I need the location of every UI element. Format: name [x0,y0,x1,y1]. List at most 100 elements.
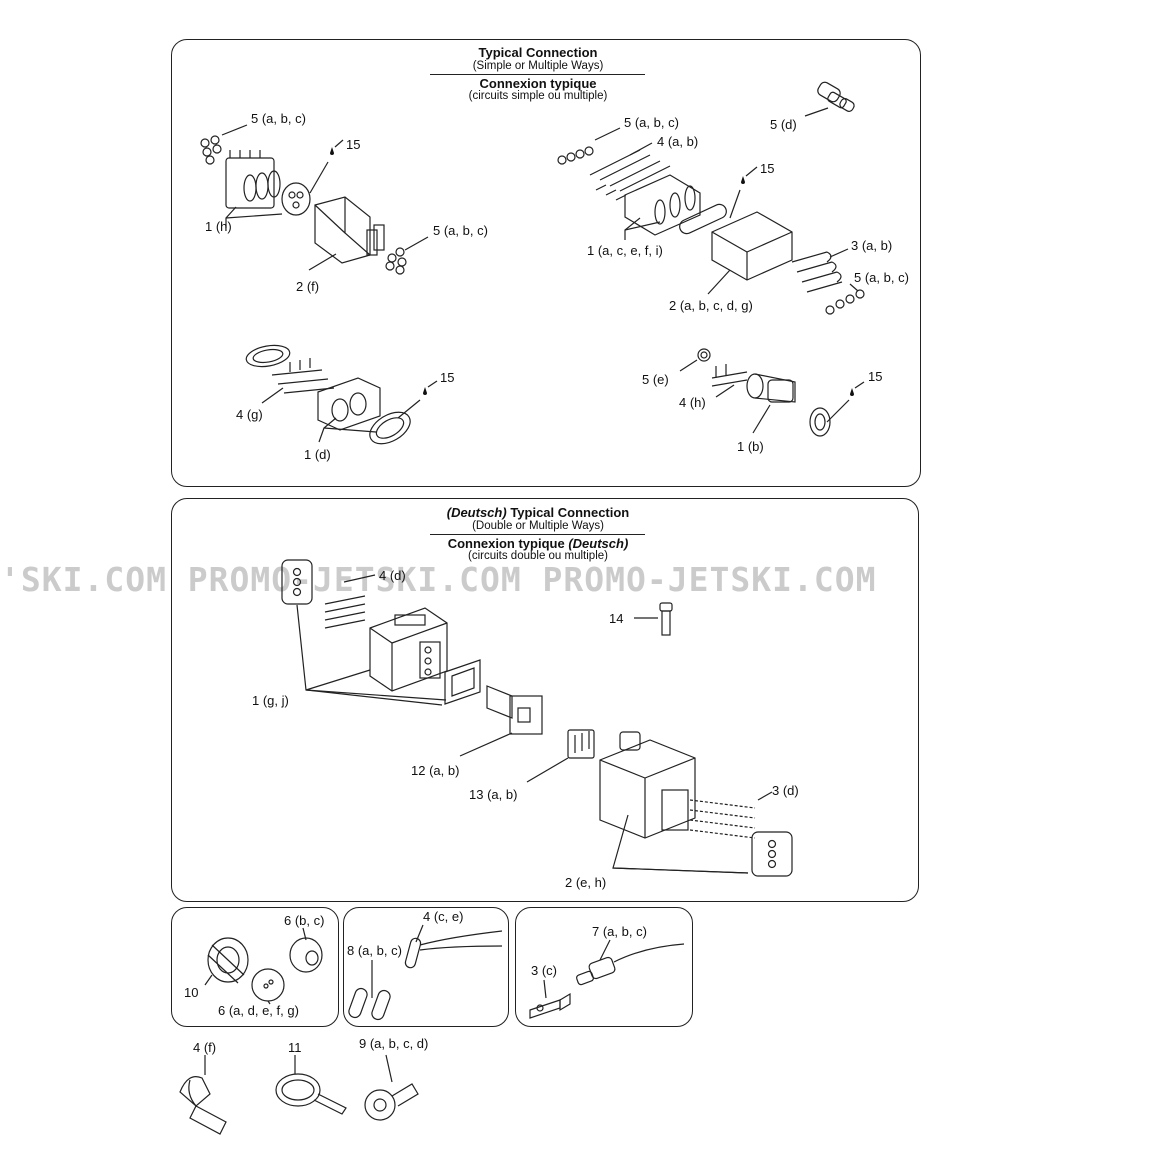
label-sleeves-4ce: 4 (c, e) [423,909,464,924]
label-top-2f: 2 (f) [296,279,320,294]
label-top-1b: 1 (b) [737,439,764,454]
terminal-clip-icon [179,1076,227,1135]
spade-terminal-icon [529,992,571,1019]
deutsch-receptacle-icon [599,731,696,839]
label-top-5abc-upper: 5 (a, b, c) [251,111,306,126]
terminal-pins-icon [589,149,671,201]
connector-housing-icon [317,377,381,431]
seal-strip-icon [679,203,727,235]
label-top-15-a: 15 [346,137,361,152]
terminal-icon [711,364,748,387]
nut-cluster-icon [385,247,407,275]
butt-connector-icon [404,930,503,969]
label-top-5abc-mid: 5 (a, b, c) [433,223,488,238]
label-loose-11: 11 [288,1040,302,1055]
label-caps-6bc: 6 (b, c) [284,913,325,928]
grease-drop-icon [850,388,854,396]
cap-nut-icon [207,937,249,984]
seal-icon [281,182,311,216]
label-caps-6adefg: 6 (a, d, e, f, g) [218,1003,299,1018]
grease-drop-icon [423,387,427,395]
label-deutsch-3d: 3 (d) [772,783,799,798]
top-title-en: Typical Connection [478,45,598,60]
label-top-1acefi: 1 (a, c, e, f, i) [587,243,663,258]
nut-cluster-icon [200,135,222,165]
label-top-4h: 4 (h) [679,395,706,410]
seal-icon [245,344,291,368]
label-deutsch-4d: 4 (d) [379,568,406,583]
terminal-clips-icon [791,251,843,293]
label-top-15-c: 15 [440,370,455,385]
deutsch-title-en: Typical Connection [510,505,630,520]
ring-terminal-icon [364,1083,419,1121]
label-deutsch-13ab: 13 (a, b) [469,787,518,802]
label-top-5d: 5 (d) [770,117,797,132]
plug-icon [659,602,673,636]
plug-icon [817,81,855,112]
watermark: 'SKI.COM PROMO-JETSKI.COM PROMO-JETSKI.C… [0,560,877,594]
label-caps-10: 10 [184,985,199,1000]
label-deutsch-14: 14 [609,611,624,626]
label-deutsch-1gj: 1 (g, j) [252,693,289,708]
deutsch-plug-icon [369,607,448,692]
top-title-block: Typical Connection (Simple or Multiple W… [430,45,646,103]
seal-icon [369,411,411,445]
label-top-15-b: 15 [760,161,775,176]
label-top-5abc-far: 5 (a, b, c) [854,270,909,285]
panel-deutsch-connection [171,498,919,902]
label-top-3ab: 3 (a, b) [851,238,893,253]
top-subtitle-en: (Simple or Multiple Ways) [472,59,604,72]
label-top-15-d: 15 [868,369,883,384]
heat-shrink-sleeve-icon [348,987,391,1021]
deutsch-sockets-icon [689,799,756,839]
label-top-4g: 4 (g) [236,407,263,422]
label-top-1h: 1 (h) [205,219,232,234]
wedgelock-icon [567,729,595,759]
wedgelock-seal-icon [281,559,313,605]
cable-tie-icon [275,1073,347,1115]
wedgelock-icon [486,685,543,735]
connector-housing-icon [225,150,281,209]
deutsch-title-fr-italic: (Deutsch) [568,535,629,551]
deutsch-pins-icon [324,595,366,629]
grommet-icon [251,968,285,1002]
receptacle-housing-icon [711,211,793,281]
deutsch-title-fr: Connexion typique [447,535,565,551]
top-title-fr: Connexion typique [479,75,597,91]
label-sensor-7abc: 7 (a, b, c) [592,924,647,939]
label-deutsch-2eh: 2 (e, h) [565,875,607,890]
wedgelock-seal-icon [751,831,793,877]
nut-row-icon [825,289,865,315]
label-top-2abcdg: 2 (a, b, c, d, g) [669,298,753,313]
grommet-icon [289,937,323,973]
label-deutsch-12ab: 12 (a, b) [411,763,460,778]
deutsch-title-en-italic: (Deutsch) [446,505,507,520]
deutsch-subtitle-en: (Double or Multiple Ways) [472,519,604,532]
grease-drop-icon [741,176,745,184]
panel-caps [171,907,339,1027]
label-top-5e: 5 (e) [642,372,669,387]
connector-housing-icon [746,373,796,403]
label-top-4ab: 4 (a, b) [657,134,699,149]
gasket-icon [444,659,481,705]
nut-row-icon [557,146,594,165]
panel-sensor-terminal [515,907,693,1027]
nut-icon [697,348,711,362]
sensor-icon [576,943,685,986]
top-title-rule [430,74,645,75]
connector-housing-icon [624,174,701,236]
deutsch-subtitle-fr: (circuits double ou multiple) [468,550,608,563]
top-subtitle-fr: (circuits simple ou multiple) [468,90,608,103]
label-sensor-3c: 3 (c) [531,963,557,978]
panel-sleeves [343,907,509,1027]
panel-typical-connection [171,39,921,487]
label-loose-9abcd: 9 (a, b, c, d) [359,1036,429,1051]
label-loose-4f: 4 (f) [193,1040,217,1055]
label-top-1d: 1 (d) [304,447,331,462]
grease-drop-icon [330,147,334,155]
seal-icon [809,407,831,437]
label-sleeves-8abc: 8 (a, b, c) [347,943,402,958]
receptacle-housing-icon [314,196,385,264]
terminal-pins-icon [271,358,335,394]
